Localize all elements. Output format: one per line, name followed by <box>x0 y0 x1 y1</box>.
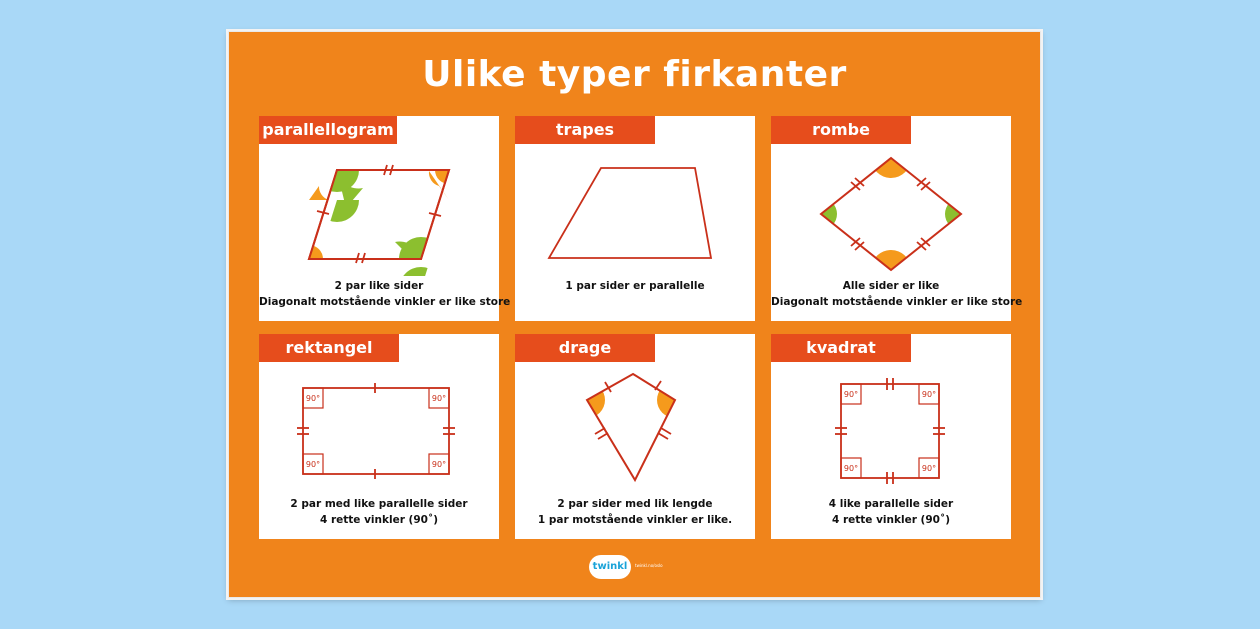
desc-line: Diagonalt motstående vinkler er like sto… <box>771 295 1023 308</box>
card-label-parallellogram: parallellogram <box>259 116 397 144</box>
twinkl-logo: twinkl twinkl.no/oslo <box>589 555 679 581</box>
card-label-rektangel: rektangel <box>259 334 399 362</box>
card-label-rombe: rombe <box>771 116 911 144</box>
rectangle-shape: 90° 90° 90° 90° <box>297 383 455 479</box>
angle-label: 90° <box>306 460 320 469</box>
card-rombe: rombe Alle sider er like Diagonalt motst… <box>771 116 1023 321</box>
card-description: 1 par sider er parallelle <box>515 279 755 295</box>
card-kvadrat: kvadrat 90° 90° 90° 90° 4 like parallell… <box>771 334 1011 539</box>
angle-label: 90° <box>306 394 320 403</box>
desc-line: 4 like parallelle sider <box>828 498 954 510</box>
angle-label: 90° <box>922 464 936 473</box>
card-description: 2 par sider med lik lengde 1 par motståe… <box>515 497 755 528</box>
card-drage: drage 2 par sider med lik lengde 1 par m… <box>515 334 755 539</box>
card-label-trapes: trapes <box>515 116 655 144</box>
desc-line: 4 rette vinkler (90˚) <box>320 513 438 526</box>
card-rektangel: rektangel 90° 90° 90° 90° 2 par med like… <box>259 334 499 539</box>
card-label-kvadrat: kvadrat <box>771 334 911 362</box>
poster-title: Ulike typer firkanter <box>422 54 847 95</box>
kite-shape <box>585 372 677 483</box>
angle-label: 90° <box>432 394 446 403</box>
desc-line: 2 par sider med lik lengde <box>557 498 713 510</box>
card-description: 2 par like sider Diagonalt motstående vi… <box>259 279 511 310</box>
desc-line: 4 rette vinkler (90˚) <box>832 513 950 526</box>
angle-label: 90° <box>432 460 446 469</box>
logo-tagline: twinkl.no/oslo <box>635 563 663 568</box>
desc-line: 2 par med like parallelle sider <box>290 498 468 510</box>
card-label-drage: drage <box>515 334 655 362</box>
card-trapes: trapes 1 par sider er parallelle <box>515 116 755 321</box>
parallelogram-shape <box>307 164 451 276</box>
card-description: 2 par med like parallelle sider 4 rette … <box>259 497 499 528</box>
angle-label: 90° <box>844 464 858 473</box>
desc-line: Alle sider er like <box>842 280 940 292</box>
poster: Ulike typer firkanter parallellogram <box>228 31 1041 598</box>
trapezoid-shape <box>547 167 713 259</box>
card-parallellogram: parallellogram 2 par like <box>259 116 511 321</box>
logo-text: twinkl <box>589 555 631 579</box>
desc-line: 1 par motstående vinkler er like. <box>537 513 733 526</box>
angle-label: 90° <box>922 390 936 399</box>
card-description: Alle sider er like Diagonalt motstående … <box>771 279 1023 310</box>
angle-label: 90° <box>844 390 858 399</box>
desc-line: Diagonalt motstående vinkler er like sto… <box>259 295 511 308</box>
rhombus-shape <box>819 156 963 272</box>
desc-line: 2 par like sider <box>334 280 424 292</box>
square-shape: 90° 90° 90° 90° <box>835 378 945 484</box>
desc-line: 1 par sider er parallelle <box>565 280 705 292</box>
card-description: 4 like parallelle sider 4 rette vinkler … <box>771 497 1011 528</box>
